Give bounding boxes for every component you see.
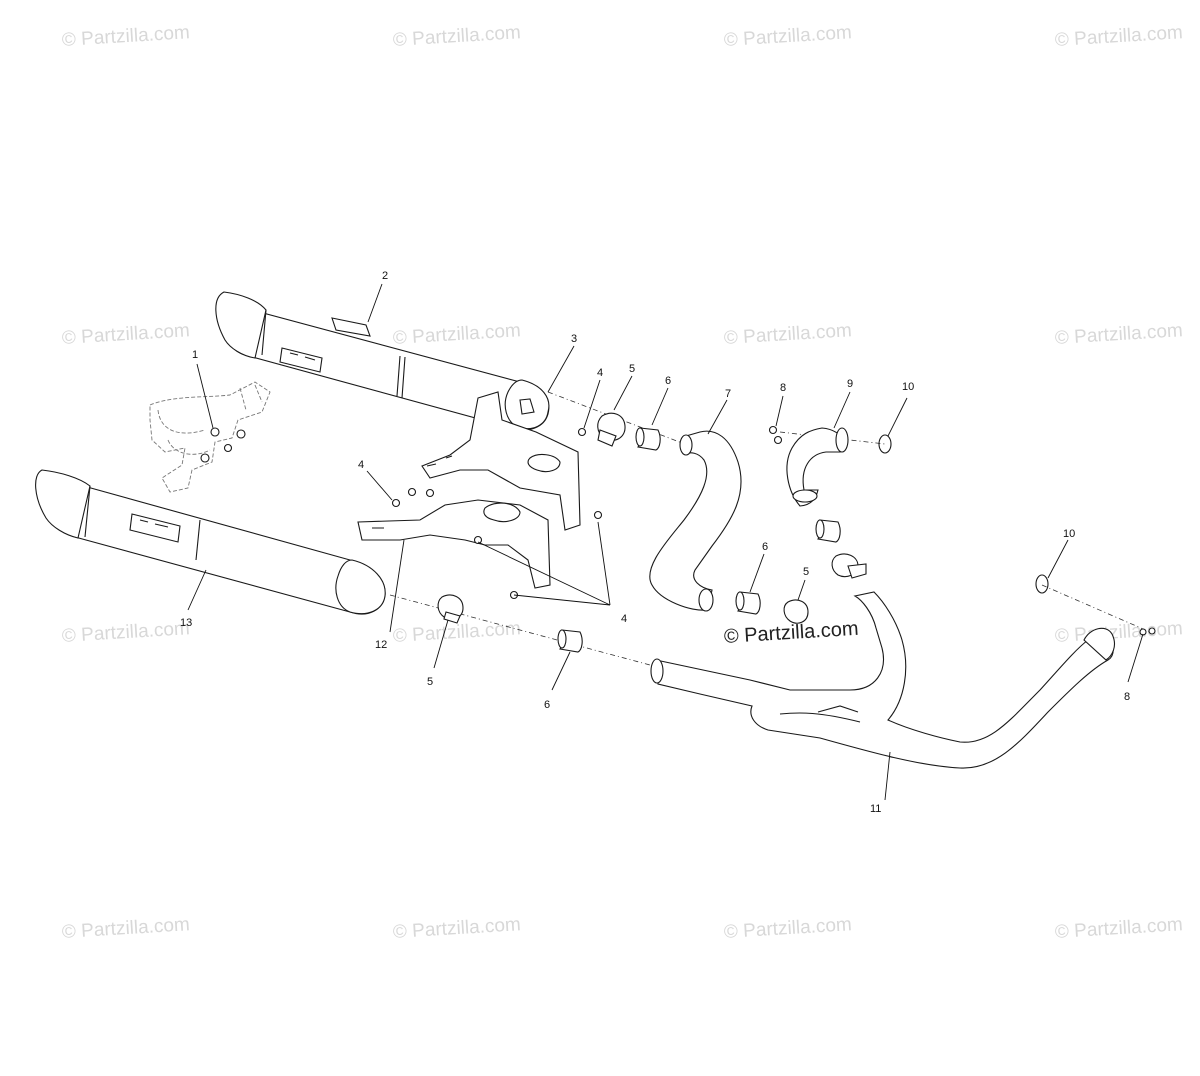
callout-5: 5	[629, 363, 635, 375]
callout-4: 4	[358, 459, 364, 471]
callout-10: 10	[1063, 528, 1075, 540]
callout-labels: 1 2 3 4 5 6 7 8 9 10 4 10 6 5 4 13 12 5 …	[180, 270, 1130, 815]
lower-muffler	[35, 469, 386, 615]
clamps	[437, 412, 867, 624]
muffler-brackets	[357, 391, 581, 589]
callout-6: 6	[665, 375, 671, 387]
callout-2: 2	[382, 270, 388, 282]
rear-mount-bracket-ghost	[149, 381, 271, 493]
callout-7: 7	[725, 388, 731, 400]
callout-5: 5	[427, 676, 433, 688]
callout-12: 12	[375, 639, 387, 651]
callout-11: 11	[870, 803, 881, 815]
callout-6: 6	[544, 699, 550, 711]
callout-9: 9	[847, 378, 853, 390]
callout-5: 5	[803, 566, 809, 578]
callout-4: 4	[597, 367, 603, 379]
main-head-pipe	[650, 591, 1115, 769]
callout-4: 4	[621, 613, 627, 625]
callout-8: 8	[780, 382, 786, 394]
callout-10: 10	[902, 381, 914, 393]
front-elbow-pipe	[786, 427, 849, 507]
leader-lines	[187, 283, 1144, 801]
callout-1: 1	[192, 349, 198, 361]
sleeves	[557, 427, 841, 653]
nuts	[200, 425, 1156, 636]
gaskets	[878, 434, 1049, 594]
callout-13: 13	[180, 617, 192, 629]
callout-3: 3	[571, 333, 577, 345]
callout-6: 6	[762, 541, 768, 553]
callout-8: 8	[1124, 691, 1130, 703]
upper-head-pipe	[649, 430, 742, 612]
